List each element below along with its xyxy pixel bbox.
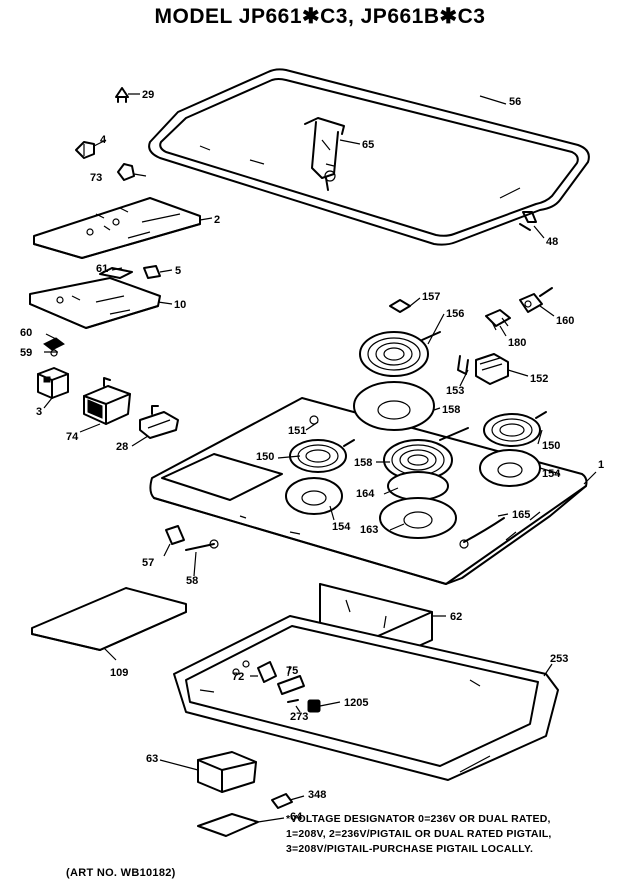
part-157: [389, 299, 411, 313]
callout-63: 63: [146, 753, 158, 765]
callout-156: 156: [446, 308, 464, 320]
callout-348: 348: [308, 789, 326, 801]
callout-151: 151: [288, 425, 306, 437]
part-65: [304, 117, 345, 191]
part-5: [143, 265, 161, 279]
panel-part-10: [29, 277, 161, 329]
callout-154a: 154: [332, 521, 351, 533]
frame-part-56: [148, 68, 590, 246]
art-number: (ART NO. WB10182): [66, 867, 176, 879]
voltage-note-line: 1=208V, 2=236V/PIGTAIL OR DUAL RATED PIG…: [286, 828, 552, 840]
part-74: [83, 377, 131, 425]
diagram-title: MODEL JP661✱C3, JP661B✱C3: [154, 5, 486, 28]
callout-157: 157: [422, 291, 440, 303]
part-180: [485, 309, 511, 331]
part-273: [287, 699, 299, 703]
part-60: [43, 337, 65, 351]
drip-bowl-part-163: [379, 497, 457, 539]
part-348: [271, 793, 293, 809]
callout-4: 4: [100, 134, 107, 146]
callout-74: 74: [66, 431, 79, 443]
pan-part-253: [173, 615, 559, 781]
callout-164: 164: [356, 488, 375, 500]
callout-1: 1: [598, 459, 604, 471]
callout-253: 253: [550, 653, 568, 665]
callout-60: 60: [20, 327, 32, 339]
part-153: [457, 355, 469, 375]
callout-57: 57: [142, 557, 154, 569]
callout-64: 64: [290, 811, 303, 823]
part-29: [115, 87, 129, 103]
part-72: [257, 661, 277, 683]
callout-29: 29: [142, 89, 154, 101]
leader-lines: [43, 93, 597, 823]
cooktop-part-1: [149, 397, 588, 585]
panel-part-2: [33, 197, 201, 259]
callout-72: 72: [232, 671, 244, 683]
part-165: [459, 517, 505, 549]
part-160: [519, 287, 553, 313]
part-75: [277, 675, 305, 695]
burner-part-150b: [483, 411, 547, 447]
callout-154b: 154: [542, 468, 561, 480]
drip-bowl-part-154a: [285, 477, 343, 515]
callout-152: 152: [530, 373, 548, 385]
plate-part-64: [197, 813, 259, 837]
part-59: [50, 349, 58, 357]
callout-65: 65: [362, 139, 374, 151]
callout-273: 273: [290, 711, 308, 723]
drip-bowl-part-154b: [479, 449, 541, 487]
callout-10: 10: [174, 299, 186, 311]
callout-59: 59: [20, 347, 32, 359]
part-3: [37, 367, 69, 399]
part-73: [117, 163, 135, 181]
callout-56: 56: [509, 96, 521, 108]
callout-158b: 158: [354, 457, 372, 469]
callout-150a: 150: [256, 451, 274, 463]
callout-58: 58: [186, 575, 198, 587]
tray-part-109: [31, 587, 187, 651]
callout-150b: 150: [542, 440, 560, 452]
part-58: [185, 539, 219, 551]
callout-163: 163: [360, 524, 378, 536]
voltage-designator-note: *VOLTAGE DESIGNATOR 0=236V OR DUAL RATED…: [286, 812, 636, 857]
burner-part-150a: [289, 439, 355, 473]
part-48: [519, 211, 537, 231]
drip-bowl-part-164: [387, 471, 449, 501]
part-28: [139, 405, 179, 439]
callout-48: 48: [546, 236, 558, 248]
callout-3: 3: [36, 406, 42, 418]
callout-5: 5: [175, 265, 181, 277]
callout-62: 62: [450, 611, 462, 623]
part-4: [75, 141, 95, 159]
callout-160: 160: [556, 315, 574, 327]
part-61: [99, 267, 133, 279]
voltage-note-line: 3=208V/PIGTAIL-PURCHASE PIGTAIL LOCALLY.: [286, 843, 534, 855]
callout-165: 165: [512, 509, 530, 521]
part-57: [165, 525, 185, 545]
drip-bowl-part-158a: [353, 381, 435, 431]
part-1205: [307, 699, 321, 713]
burner-part-156: [359, 331, 441, 377]
callout-1205: 1205: [344, 697, 368, 709]
terminal-block-part-152: [475, 353, 509, 385]
voltage-note-line: *VOLTAGE DESIGNATOR 0=236V OR DUAL RATED…: [286, 813, 551, 825]
callout-2: 2: [214, 214, 220, 226]
callout-61: 61: [96, 263, 108, 275]
callout-75: 75: [286, 665, 298, 677]
callout-158a: 158: [442, 404, 460, 416]
box-part-63: [197, 751, 257, 793]
callout-180: 180: [508, 337, 526, 349]
callout-73: 73: [90, 172, 102, 184]
callout-109: 109: [110, 667, 128, 679]
callout-28: 28: [116, 441, 128, 453]
callout-153: 153: [446, 385, 464, 397]
